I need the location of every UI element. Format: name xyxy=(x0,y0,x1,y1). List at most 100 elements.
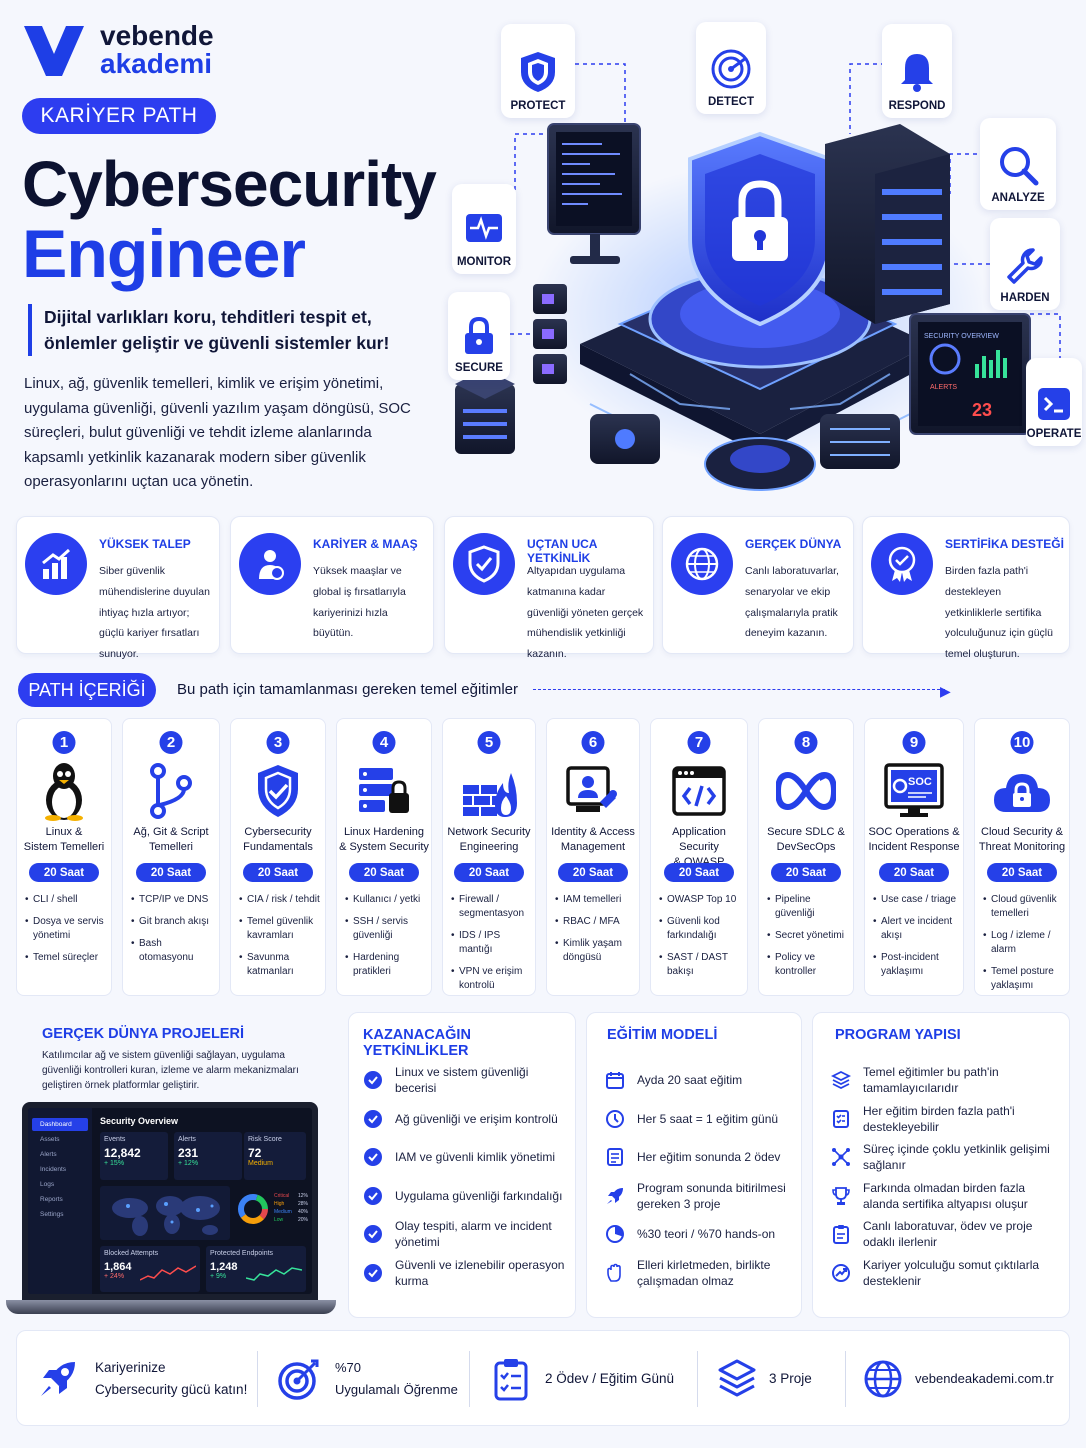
model-text: %30 teori / %70 hands-on xyxy=(637,1227,776,1242)
course-title: Linux & Sistem Temelleri xyxy=(23,826,105,853)
course-title: Cybersecurity Fundamentals xyxy=(243,826,313,853)
course-hours-badge: 20 Saat xyxy=(558,863,628,882)
website-link[interactable]: vebendeakademi.com.tr xyxy=(915,1371,1054,1386)
world-map xyxy=(100,1186,230,1240)
course-hours-badge: 20 Saat xyxy=(664,863,734,882)
projects-panel: GERÇEK DÜNYA PROJELERİ Katılımcılar ağ v… xyxy=(16,1012,340,1318)
legend-value: 28% xyxy=(297,1201,308,1207)
program-structure-panel: PROGRAM YAPISI Temel eğitimler bu path'i… xyxy=(812,1012,1070,1318)
legend-value: 40% xyxy=(297,1209,308,1215)
footer-separator xyxy=(697,1351,698,1407)
detect-card: DETECT xyxy=(696,22,766,114)
feature-text: Siber güvenlik mühendislerine duyulan ih… xyxy=(99,565,210,661)
course-title: Linux Hardening & System Security xyxy=(339,826,429,853)
code-window-icon xyxy=(669,759,729,823)
dashboard-nav-item[interactable]: Settings xyxy=(40,1211,64,1218)
cloud-lock-icon xyxy=(992,759,1052,823)
terminal-icon xyxy=(1038,388,1070,420)
course-number: 6 xyxy=(581,731,605,754)
course-topics: CLI / shellDosya ve servis yönetimiTemel… xyxy=(25,893,107,973)
check-circle-icon xyxy=(363,1263,383,1283)
structure-item: Farkında olmadan birden fazla alanda ser… xyxy=(831,1177,1059,1216)
skills-title: KAZANACAĞIN YETKİNLİKLER xyxy=(363,1027,471,1059)
career-path-badge: KARİYER PATH xyxy=(22,98,216,134)
dashboard-nav-item[interactable]: Assets xyxy=(40,1136,60,1143)
analyze-card: ANALYZE xyxy=(980,118,1056,210)
course-topic: VPN ve erişim kontrolü xyxy=(451,965,531,993)
dashboard-nav-item[interactable]: Reports xyxy=(40,1196,63,1203)
projects-text: 3 Proje xyxy=(769,1371,812,1386)
harden-label: HARDEN xyxy=(1000,292,1050,304)
padlock-icon xyxy=(465,316,493,354)
stat-value: 12,842 xyxy=(104,1146,141,1160)
course-number: 4 xyxy=(372,731,396,754)
model-item: Elleri kirletmeden, birlikte çalışmadan … xyxy=(605,1254,791,1293)
dashboard-title: Security Overview xyxy=(100,1116,179,1126)
respond-label: RESPOND xyxy=(888,100,946,112)
footer-cta: Kariyerinize Cybersecurity gücü katın! xyxy=(35,1331,247,1427)
feature-title: KARİYER & MAAŞ xyxy=(313,537,418,551)
course-topic: Temel güvenlik kavramları xyxy=(239,915,321,943)
dashboard-nav-item[interactable]: Alerts xyxy=(40,1151,57,1158)
course-topic: TCP/IP ve DNS xyxy=(131,893,215,907)
clock-icon xyxy=(605,1109,625,1129)
calendar-icon xyxy=(605,1070,625,1090)
course-title: Network Security Engineering xyxy=(447,826,531,853)
course-topic: IDS / IPS mantığı xyxy=(451,929,531,957)
skill-item: Linux ve sistem güvenliği becerisi xyxy=(363,1061,565,1100)
program-structure-title: PROGRAM YAPISI xyxy=(835,1027,961,1043)
linux-penguin-icon xyxy=(34,759,94,823)
layers-icon xyxy=(831,1070,851,1090)
monitor-alert-count: 23 xyxy=(972,400,992,420)
footer-website[interactable]: vebendeakademi.com.tr xyxy=(863,1331,1054,1427)
feature-title: UÇTAN UCA YETKİNLİK xyxy=(527,537,597,565)
course-hours-badge: 20 Saat xyxy=(136,863,206,882)
dashboard-nav-item[interactable]: Incidents xyxy=(40,1166,67,1173)
stat-delta: + 12% xyxy=(178,1160,199,1167)
model-item: Ayda 20 saat eğitim xyxy=(605,1061,791,1100)
globe-icon xyxy=(864,1360,902,1398)
check-circle-icon xyxy=(363,1070,383,1090)
shield-icon xyxy=(521,52,555,92)
legend-label: Medium xyxy=(274,1209,292,1215)
model-item: %30 teori / %70 hands-on xyxy=(605,1215,791,1254)
course-topic: Temel posture yaklaşımı xyxy=(983,965,1065,993)
dashboard-nav-item[interactable]: Dashboard xyxy=(32,1118,88,1131)
course-number: 3 xyxy=(266,731,290,754)
blocked-label: Blocked Attempts xyxy=(104,1250,159,1257)
course-topic: Bash otomasyonu xyxy=(131,937,215,965)
soc-monitor-icon: SOC xyxy=(884,759,944,823)
course-title: SOC Operations & Incident Response xyxy=(868,826,960,853)
structure-text: Temel eğitimler bu path'in tamamlayıcıla… xyxy=(863,1065,999,1096)
operate-label: OPERATE xyxy=(1026,428,1082,440)
monitor-title: SECURITY OVERVIEW xyxy=(924,333,999,340)
document-icon xyxy=(605,1147,625,1167)
secure-label: SECURE xyxy=(455,362,503,374)
model-text: Her 5 saat = 1 eğitim günü xyxy=(637,1111,779,1126)
feature-card-certificate: SERTİFİKA DESTEĞİ Birden fazla path'i de… xyxy=(862,516,1070,660)
course-topic: OWASP Top 10 xyxy=(659,893,743,907)
course-topic: CIA / risk / tehdit xyxy=(239,893,321,907)
skill-text: Linux ve sistem güvenliği becerisi xyxy=(395,1065,529,1096)
svg-text:SOC: SOC xyxy=(908,776,932,788)
feature-card-end-to-end: UÇTAN UCA YETKİNLİK Altyapıdan uygulama … xyxy=(444,516,654,660)
dashboard-nav-item[interactable]: Logs xyxy=(40,1181,55,1188)
description-text: Linux, ağ, güvenlik temelleri, kimlik ve… xyxy=(24,375,411,490)
growth-icon xyxy=(831,1263,851,1283)
course-topic: Secret yönetimi xyxy=(767,929,849,943)
course-number: 1 xyxy=(52,731,76,754)
brand-logo-icon xyxy=(24,26,84,76)
brand-name: vebende akademi xyxy=(100,22,214,78)
